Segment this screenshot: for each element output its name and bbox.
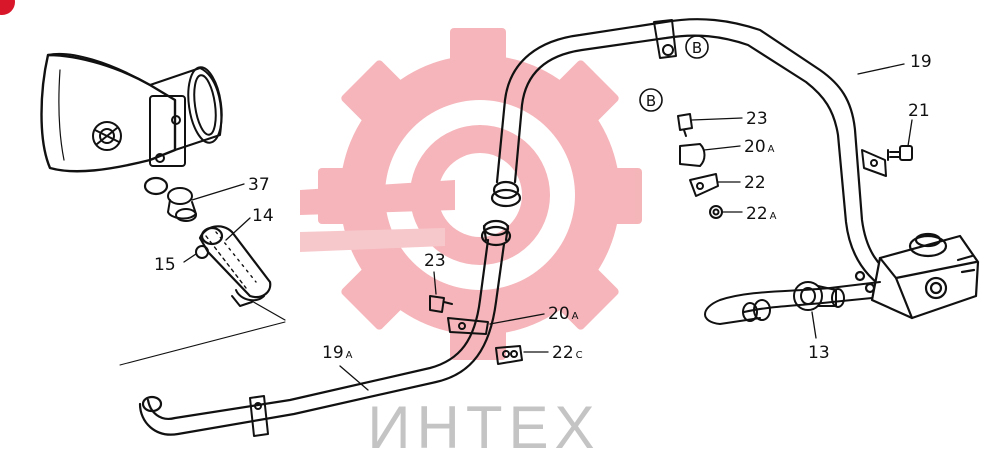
ref-letter: B (692, 39, 702, 57)
svg-text:22A: 22A (746, 204, 777, 224)
callout-14: 14 (252, 206, 274, 226)
svg-text:21: 21 (908, 101, 930, 121)
pipe-clip (653, 19, 677, 59)
callout-23-lower: 23 (424, 251, 446, 271)
svg-text:22C: 22C (552, 343, 583, 363)
svg-text:15: 15 (154, 255, 176, 275)
assembly-reference-line (119, 321, 286, 366)
svg-text:14: 14 (252, 206, 274, 226)
bolt (887, 145, 913, 161)
return-hose (704, 281, 881, 325)
svg-text:37: 37 (248, 175, 270, 195)
reference-marker-b-1: B (685, 35, 709, 59)
callout-22: 22 (744, 173, 766, 193)
pipe-bracket (861, 149, 887, 177)
svg-text:23: 23 (424, 251, 446, 271)
gear-wrench-logo-icon (300, 28, 642, 360)
callout-19: 19 (910, 52, 932, 72)
svg-text:20A: 20A (744, 137, 775, 157)
svg-text:19: 19 (910, 52, 932, 72)
corner-badge-icon (0, 0, 15, 15)
ref-letter: B (646, 92, 656, 110)
callout-37: 37 (248, 175, 270, 195)
hose-clamp (195, 245, 265, 307)
svg-text:13: 13 (808, 343, 830, 363)
lower-pipe-bracket (249, 395, 269, 437)
callout-leaders (183, 63, 913, 391)
callout-21: 21 (908, 101, 930, 121)
o-ring (143, 176, 169, 196)
union-fitting (793, 281, 845, 311)
nipple-fitting (167, 187, 197, 222)
callout-23-upper: 23 (746, 109, 768, 129)
callout-15: 15 (154, 255, 176, 275)
air-intake-duct (40, 52, 223, 173)
leader-line (249, 299, 286, 321)
svg-text:19A: 19A (322, 343, 353, 363)
reference-marker-b-2: B (639, 88, 663, 112)
svg-text:23: 23 (746, 109, 768, 129)
callout-13: 13 (808, 343, 830, 363)
lower-fastener-set (429, 295, 523, 365)
watermark-text: ИНТЕХ (367, 394, 600, 461)
breather-pipe-main (490, 18, 902, 294)
valve-housing (854, 232, 980, 320)
svg-text:20A: 20A (548, 304, 579, 324)
upper-fastener-set (677, 113, 723, 219)
breather-hose (198, 225, 272, 299)
svg-text:22: 22 (744, 173, 766, 193)
breather-pipe-lower (138, 219, 512, 436)
